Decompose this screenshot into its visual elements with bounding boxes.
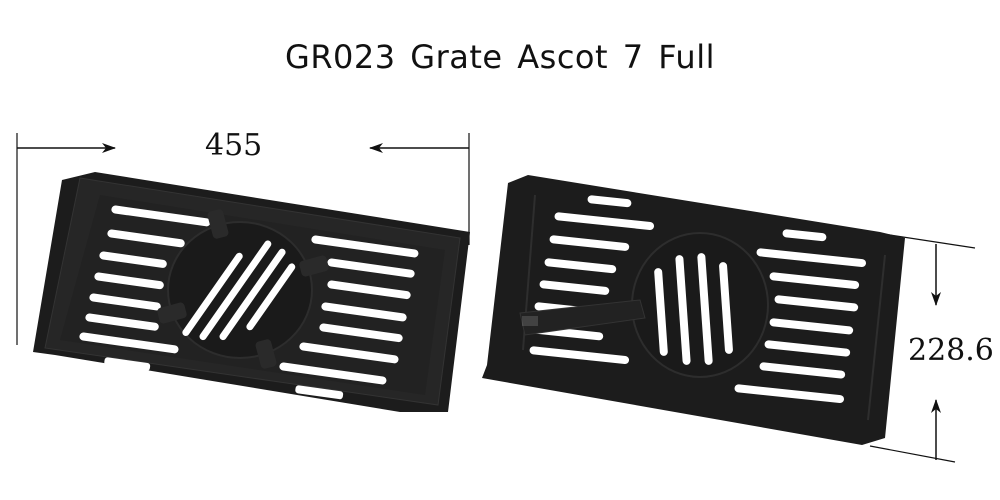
grate-view-front-angle (33, 172, 470, 412)
grate-view-rear-angle (482, 175, 905, 445)
diagram-title: GR023 Grate Ascot 7 Full (285, 38, 715, 76)
width-dimension-label: 455 (205, 128, 263, 163)
lever-handle (519, 299, 646, 336)
width-dimension (16, 133, 470, 345)
height-dimension-label: 228.6 (908, 333, 994, 368)
